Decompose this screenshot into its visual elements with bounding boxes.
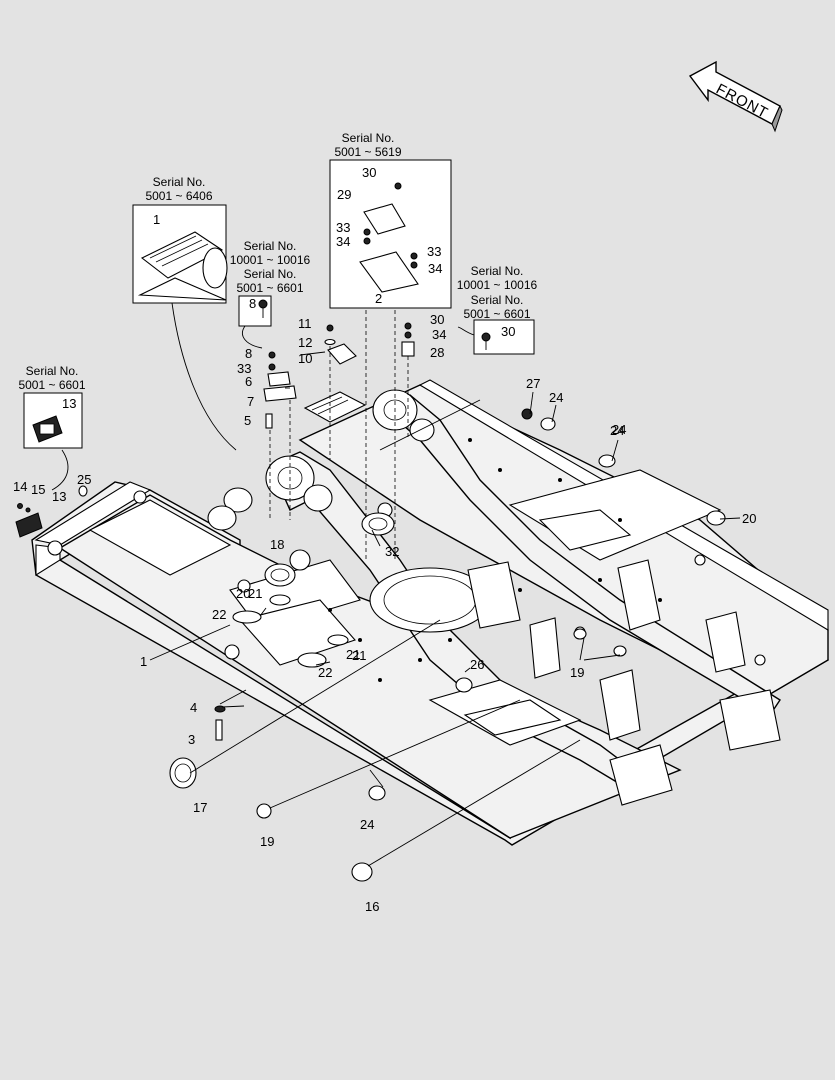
serial-heading: Serial No. xyxy=(244,239,297,253)
callout-number: 33 xyxy=(427,244,441,259)
callout-number: 11 xyxy=(298,316,312,331)
callout-number: 20 xyxy=(742,511,756,526)
callout-number: 8 xyxy=(245,346,252,361)
callout-number: 19 xyxy=(260,834,274,849)
callout-number: 33 xyxy=(237,361,251,376)
callout-number: 34 xyxy=(432,327,446,342)
callout-number: 8 xyxy=(249,296,256,311)
callout-number: 18 xyxy=(270,537,284,552)
serial-range: 5001 ~ 6601 xyxy=(236,281,303,295)
callout-number: 32 xyxy=(385,544,399,559)
callout-labels: 1 2 3 4 5 6 7 8 8 10 11 12 13 13 14 15 1… xyxy=(13,165,756,914)
callout-number: 22 xyxy=(318,665,332,680)
serial-range: 5001 ~ 6601 xyxy=(18,378,85,392)
callout-number: 12 xyxy=(298,335,312,350)
callout-number: 1 xyxy=(153,212,160,227)
serial-range: 5001 ~ 5619 xyxy=(334,145,401,159)
callout-number: 15 xyxy=(31,482,45,497)
callout-number: 10 xyxy=(298,351,312,366)
callout-number: 4 xyxy=(190,700,197,715)
callout-number: 21 xyxy=(352,648,366,663)
serial-heading: Serial No. xyxy=(153,175,206,189)
callout-number: 29 xyxy=(337,187,351,202)
callout-number: 30 xyxy=(430,312,444,327)
callout-number: 7 xyxy=(247,394,254,409)
callout-number: 21 xyxy=(248,586,262,601)
callout-number: 28 xyxy=(430,345,444,360)
serial-range: 10001 ~ 10016 xyxy=(230,253,311,267)
callout-number: 33 xyxy=(336,220,350,235)
callout-number: 20 xyxy=(236,586,250,601)
serial-heading: Serial No. xyxy=(26,364,79,378)
small-parts xyxy=(15,182,726,882)
serial-heading: Serial No. xyxy=(471,264,524,278)
callout-number: 13 xyxy=(52,489,66,504)
callout-number: 14 xyxy=(13,479,27,494)
front-arrow: FRONT xyxy=(688,60,783,133)
callout-number: 30 xyxy=(501,324,515,339)
upper-frame-assembly xyxy=(31,379,829,846)
detail-box-4 xyxy=(457,319,535,355)
callout-number: 13 xyxy=(62,396,76,411)
callout-number: 6 xyxy=(245,374,252,389)
detail-box-2 xyxy=(329,159,452,560)
callout-number: 24 xyxy=(360,817,374,832)
serial-range: 5001 ~ 6406 xyxy=(145,189,212,203)
callout-number: 3 xyxy=(188,732,195,747)
callout-number: 22 xyxy=(212,607,226,622)
detail-box-1 xyxy=(132,204,237,451)
callout-number: 24 xyxy=(612,422,626,437)
callout-number: 30 xyxy=(362,165,376,180)
callout-number: 34 xyxy=(336,234,350,249)
callout-number: 19 xyxy=(570,665,584,680)
serial-heading: Serial No. xyxy=(471,293,524,307)
serial-heading: Serial No. xyxy=(244,267,297,281)
detail-box-5 xyxy=(23,392,83,491)
serial-range: 5001 ~ 6601 xyxy=(463,307,530,321)
callout-number: 24 xyxy=(610,423,624,438)
callout-number: 24 xyxy=(549,390,563,405)
callout-number: 17 xyxy=(193,800,207,815)
serial-notes: Serial No. 5001 ~ 6406 Serial No. 5001 ~… xyxy=(18,131,537,392)
callout-number: 16 xyxy=(365,899,379,914)
serial-heading: Serial No. xyxy=(342,131,395,145)
callout-number: 25 xyxy=(77,472,91,487)
callout-number: 21 xyxy=(346,647,360,662)
leader-lines xyxy=(149,351,741,867)
callout-number: 5 xyxy=(244,413,251,428)
detail-box-3 xyxy=(238,295,272,349)
callout-number: 34 xyxy=(428,261,442,276)
serial-range: 10001 ~ 10016 xyxy=(457,278,538,292)
callout-number: 26 xyxy=(470,657,484,672)
callout-number: 1 xyxy=(140,654,147,669)
callout-number: 2 xyxy=(375,291,382,306)
callout-number: 27 xyxy=(526,376,540,391)
